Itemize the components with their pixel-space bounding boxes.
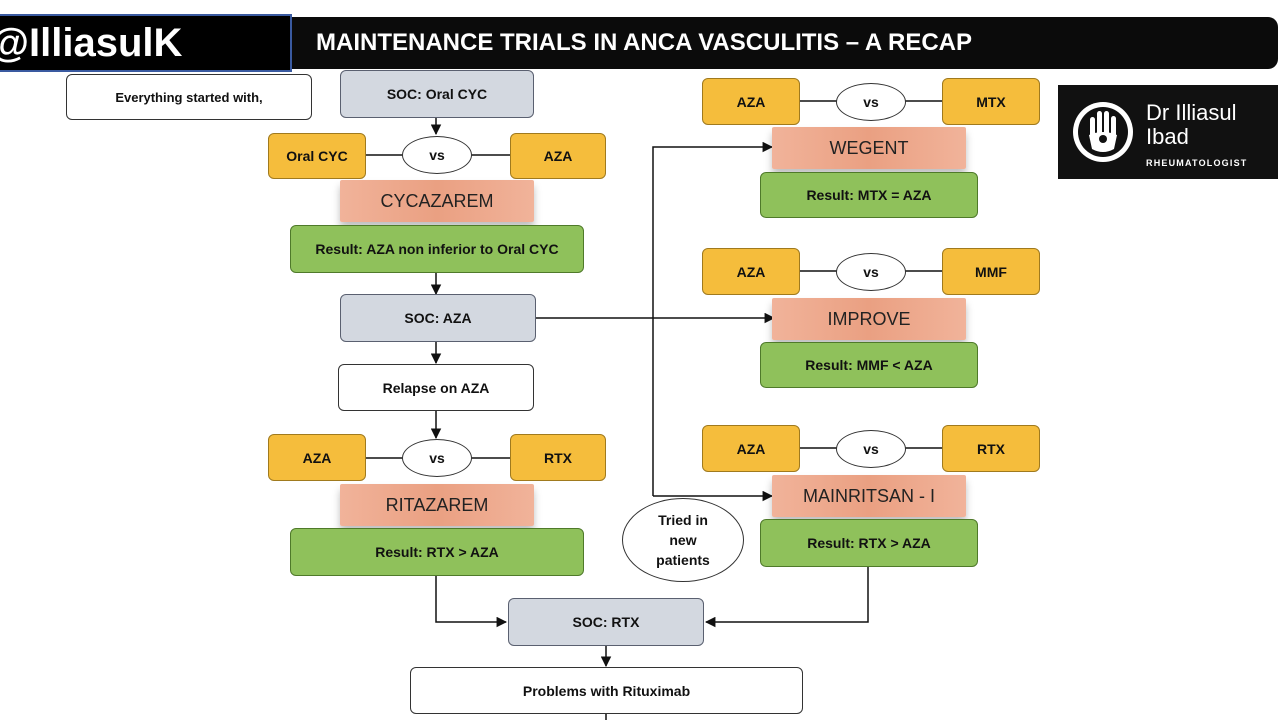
aza-box-cycazarem: AZA (510, 133, 606, 179)
arrow-mainritsan-to-soc-rtx (704, 567, 869, 628)
aza-box-ritazarem: AZA (268, 434, 366, 481)
aza-box-improve: AZA (702, 248, 800, 295)
result-mainritsan: Result: RTX > AZA (760, 519, 978, 567)
logo-name-line2: Ibad (1146, 124, 1189, 149)
rtx-box-ritazarem: RTX (510, 434, 606, 481)
page-title: MAINTENANCE TRIALS IN ANCA VASCULITIS – … (292, 17, 1278, 69)
result-wegent: Result: MTX = AZA (760, 172, 978, 218)
trial-cycazarem: CYCAZAREM (340, 180, 534, 222)
vs-oval-mainritsan: vs (836, 430, 906, 468)
trial-ritazarem: RITAZAREM (340, 484, 534, 526)
author-handle: @IlliasulK (0, 14, 292, 72)
vs-oval-improve: vs (836, 253, 906, 291)
page-title-text: MAINTENANCE TRIALS IN ANCA VASCULITIS – … (316, 29, 973, 56)
rtx-box-mainritsan: RTX (942, 425, 1040, 472)
aza-box-wegent: AZA (702, 78, 800, 125)
soc-rtx-box: SOC: RTX (508, 598, 704, 646)
intro-box: Everything started with, (66, 74, 312, 120)
note-line3: patients (656, 552, 710, 568)
trial-mainritsan: MAINRITSAN - I (772, 475, 966, 517)
logo-subtitle: RHEUMATOLOGIST (1146, 158, 1248, 168)
oral-cyc-box: Oral CYC (268, 133, 366, 179)
aza-box-mainritsan: AZA (702, 425, 800, 472)
mmf-box-improve: MMF (942, 248, 1040, 295)
note-line2: new (669, 532, 697, 548)
note-line1: Tried in (658, 512, 708, 528)
arrow-ritazarem-to-soc-rtx (435, 576, 508, 628)
vs-oval-ritazarem: vs (402, 439, 472, 477)
soc-aza-box: SOC: AZA (340, 294, 536, 342)
mtx-box-wegent: MTX (942, 78, 1040, 125)
vs-oval-cycazarem: vs (402, 136, 472, 174)
result-cycazarem: Result: AZA non inferior to Oral CYC (290, 225, 584, 273)
author-handle-text: @IlliasulK (0, 20, 183, 65)
vs-oval-wegent: vs (836, 83, 906, 121)
relapse-box: Relapse on AZA (338, 364, 534, 411)
arrow-to-wegent (652, 141, 774, 496)
trial-improve: IMPROVE (772, 298, 966, 340)
hand-joint-icon (1073, 102, 1133, 162)
trial-wegent: WEGENT (772, 127, 966, 169)
problems-box: Problems with Rituximab (410, 667, 803, 714)
result-ritazarem: Result: RTX > AZA (290, 528, 584, 576)
author-logo: Dr Illiasul Ibad RHEUMATOLOGIST (1058, 85, 1278, 179)
tried-in-new-patients-note: Tried in new patients (622, 498, 744, 582)
soc-oral-cyc-box: SOC: Oral CYC (340, 70, 534, 118)
result-improve: Result: MMF < AZA (760, 342, 978, 388)
logo-name-line1: Dr Illiasul (1146, 100, 1237, 125)
